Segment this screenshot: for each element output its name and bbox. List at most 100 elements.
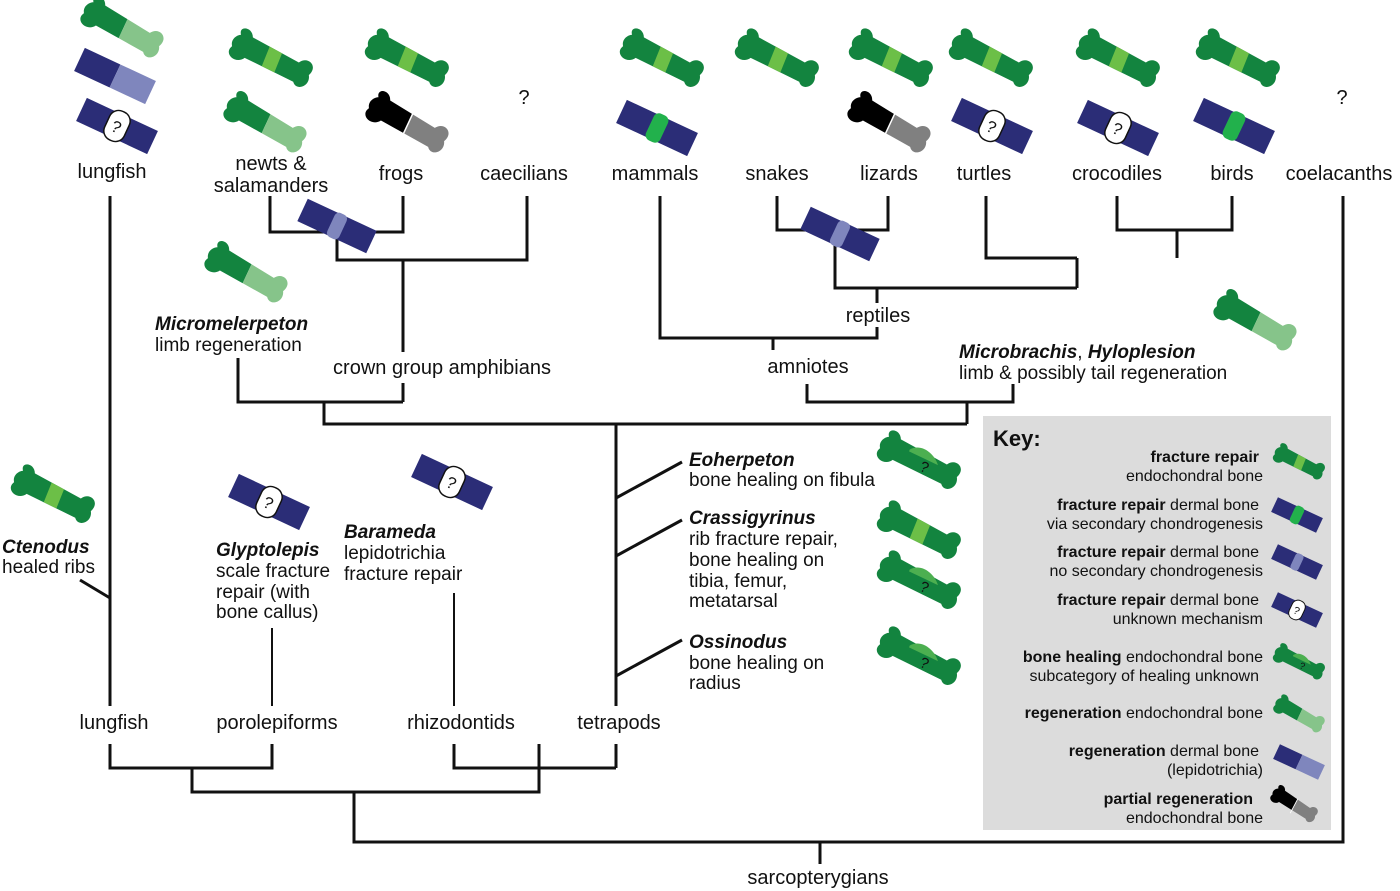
fracture-dermal-unknown-icon [226, 470, 312, 534]
fossil-desc-crassigyrinus-3: tibia, femur, [689, 571, 787, 592]
taxon-label-coelacanths: coelacanths [1286, 163, 1393, 185]
legend-item-6-bold: regeneration [1069, 743, 1166, 760]
legend-title: Key: [993, 426, 1041, 451]
fossil-desc-glyptolepis-3: bone callus) [216, 602, 318, 623]
taxon-label-mammals: mammals [612, 163, 699, 185]
branch-reptiles [833, 230, 1077, 290]
fossil-name-eoherpeton: Eoherpeton [689, 450, 795, 471]
branch-turtles-archosaurs [984, 196, 1077, 260]
legend-item-0-line2: endochondral bone [1126, 468, 1263, 485]
clade-label-crown-amphibians: crown group amphibians [333, 357, 551, 379]
clade-label-amniotes: amniotes [767, 356, 848, 378]
clade-label-porolepiforms: porolepiforms [216, 712, 337, 734]
taxon-label-newts: newts & [235, 153, 307, 175]
fossil-desc-crassigyrinus-4: metatarsal [689, 591, 778, 612]
branch-rhizodontids-tetrapods [452, 744, 541, 770]
fossil-desc-glyptolepis-2: repair (with [216, 582, 310, 603]
regeneration-endochondral-icon [1210, 286, 1302, 354]
legend-item-6-line2: (lepidotrichia) [1167, 762, 1263, 779]
legend-item-2-label: fracture repair dermal bone [1057, 544, 1259, 561]
fracture-endochondral-icon [946, 25, 1038, 89]
tree-branches [79, 196, 1345, 864]
legend-item-5-bold: regeneration [1025, 705, 1122, 722]
fracture-dermal-unknown-icon [74, 94, 160, 158]
legend-item-3-label: fracture repair dermal bone [1057, 592, 1259, 609]
fossil-name-hyloplesion: Hyloplesion [1088, 342, 1196, 363]
taxon-label-birds: birds [1210, 163, 1253, 185]
fracture-dermal-nochondro-icon [799, 205, 881, 263]
branch-crocodiles-birds [1115, 196, 1234, 232]
fossil-desc-crassigyrinus-2: bone healing on [689, 550, 824, 571]
fossil-desc-glyptolepis-1: scale fracture [216, 561, 330, 582]
taxa-labels: lungfish newts & salamanders frogs caeci… [78, 87, 1393, 197]
legend-item-2-bold: fracture repair [1057, 544, 1166, 561]
partial-regeneration-icon [844, 88, 936, 157]
legend-background [983, 416, 1331, 830]
taxon-label-lungfish: lungfish [78, 161, 147, 183]
legend-item-4-rest: endochondral bone [1122, 649, 1264, 666]
legend-item-1-bold: fracture repair [1057, 497, 1166, 514]
legend-item-1-rest: dermal bone [1166, 497, 1259, 514]
fossil-name-crassigyrinus: Crassigyrinus [689, 508, 816, 529]
fossil-desc-ossinodus-2: radius [689, 673, 741, 694]
legend-item-4-label: bone healing endochondral bone [1023, 649, 1263, 666]
fracture-endochondral-icon [846, 25, 938, 89]
branch-ctenodus [79, 578, 111, 600]
fossil-name-glyptolepis: Glyptolepis [216, 540, 319, 561]
fracture-endochondral-icon [732, 25, 824, 89]
fracture-dermal-chondro-icon [1192, 96, 1276, 156]
fossil-desc-micromelerpeton: limb regeneration [155, 335, 302, 356]
taxon-label-frogs: frogs [379, 163, 423, 185]
branch-lungfish-porolepiforms [108, 744, 274, 770]
fossil-desc-ossinodus-1: bone healing on [689, 653, 824, 674]
fracture-dermal-chondro-icon [615, 98, 699, 158]
branch-crassigyrinus [615, 518, 683, 558]
branch-amphibians-base [322, 402, 967, 426]
clade-label-lungfish: lungfish [80, 712, 149, 734]
branch-micromelerpeton [236, 358, 403, 404]
fracture-endochondral-icon [226, 25, 318, 89]
legend-item-3-rest: dermal bone [1166, 592, 1259, 609]
partial-regeneration-icon [362, 88, 454, 157]
clade-label-reptiles: reptiles [846, 305, 910, 327]
healing-endochondral-icon [874, 427, 966, 491]
clade-label-tetrapods: tetrapods [577, 712, 660, 734]
taxon-label-turtles: turtles [957, 163, 1011, 185]
fracture-endochondral-icon [617, 25, 709, 89]
fossil-name-ossinodus: Ossinodus [689, 632, 787, 653]
legend-item-1-label: fracture repair dermal bone [1057, 497, 1259, 514]
legend-item-1-line2: via secondary chondrogenesis [1047, 516, 1263, 533]
fossil-desc-ctenodus: healed ribs [2, 557, 95, 578]
fossil-name-separator: , [1077, 342, 1088, 363]
legend-item-0-label: fracture repair [1151, 449, 1260, 466]
legend-key: Key: fracture repair endochondral bone f… [983, 416, 1331, 830]
fracture-endochondral-icon [1073, 25, 1165, 89]
fracture-endochondral-icon [8, 461, 100, 525]
taxon-label-crocodiles: crocodiles [1072, 163, 1162, 185]
unknown-coelacanths: ? [1336, 87, 1347, 109]
fracture-endochondral-icon [362, 25, 454, 89]
fossil-desc-crassigyrinus-1: rib fracture repair, [689, 529, 838, 550]
legend-item-7-line2: endochondral bone [1126, 810, 1263, 827]
fossil-name-microbrachis: Microbrachis [959, 342, 1077, 363]
fossil-desc-barameda-1: lepidotrichia [344, 543, 446, 564]
branch-batrachia-caecilians [335, 196, 529, 262]
legend-item-4-line2: subcategory of healing unknown [1030, 668, 1260, 685]
taxon-label-salamanders: salamanders [214, 175, 329, 197]
branch-eoherpeton [615, 460, 683, 500]
fossil-name-ctenodus: Ctenodus [2, 537, 90, 558]
legend-item-2-rest: dermal bone [1166, 544, 1259, 561]
clade-label-rhizodontids: rhizodontids [407, 712, 515, 734]
legend-item-3-bold: fracture repair [1057, 592, 1166, 609]
legend-item-4-bold: bone healing [1023, 649, 1122, 666]
regeneration-dermal-icon [74, 47, 156, 105]
taxon-label-snakes: snakes [745, 163, 808, 185]
fracture-endochondral-icon [1193, 25, 1285, 89]
legend-item-3-line2: unknown mechanism [1113, 611, 1263, 628]
fracture-dermal-unknown-icon [949, 94, 1035, 158]
legend-item-6-label: regeneration dermal bone [1069, 743, 1259, 760]
fracture-dermal-unknown-icon [409, 450, 495, 514]
legend-item-2-line2: no secondary chondrogenesis [1050, 563, 1263, 580]
clade-label-sarcopterygians: sarcopterygians [747, 867, 888, 889]
